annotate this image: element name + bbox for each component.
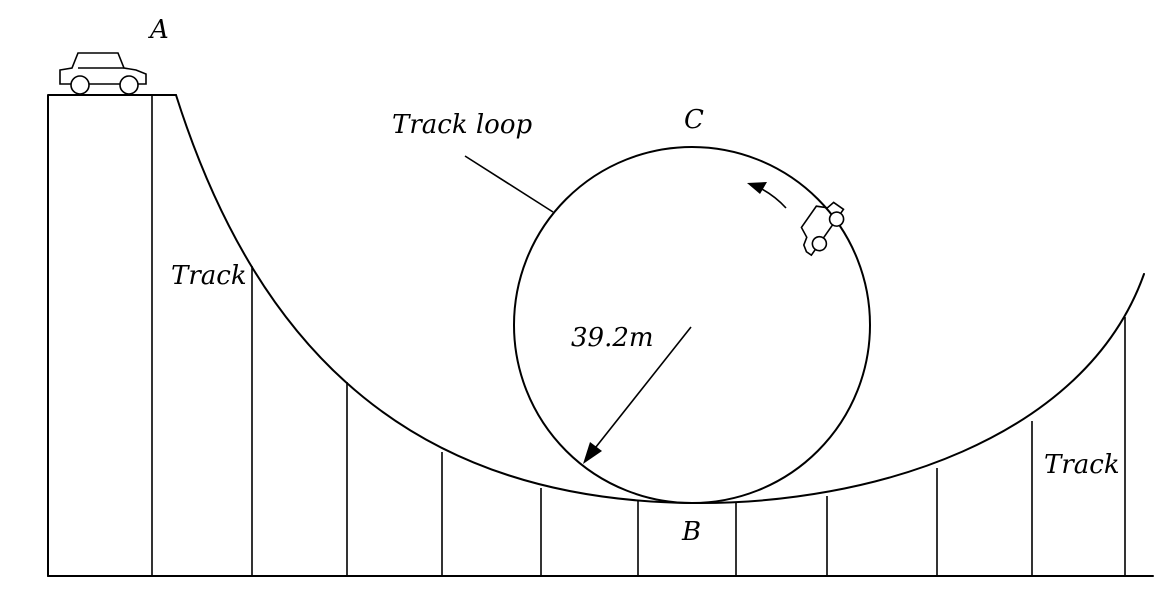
loop-car-icon — [800, 201, 845, 257]
track-loop-leader — [464, 155, 554, 213]
label-point-c: C — [684, 105, 704, 135]
radius-arrow-line — [591, 326, 692, 453]
car-icon — [59, 52, 147, 95]
curved-arrow-icon — [759, 187, 787, 209]
label-radius: 39.2m — [571, 323, 654, 353]
label-point-b: B — [681, 517, 701, 547]
direction-arrowhead — [747, 182, 767, 194]
support-posts — [151, 95, 1126, 576]
label-track-loop: Track loop — [392, 110, 532, 140]
track-loop-circle — [513, 146, 871, 504]
start-platform — [47, 94, 177, 577]
main-track — [175, 94, 1145, 505]
radius-arrowhead — [583, 442, 602, 464]
label-track-right: Track — [1044, 450, 1120, 480]
label-track-left: Track — [171, 261, 247, 291]
label-point-a: A — [148, 15, 169, 45]
